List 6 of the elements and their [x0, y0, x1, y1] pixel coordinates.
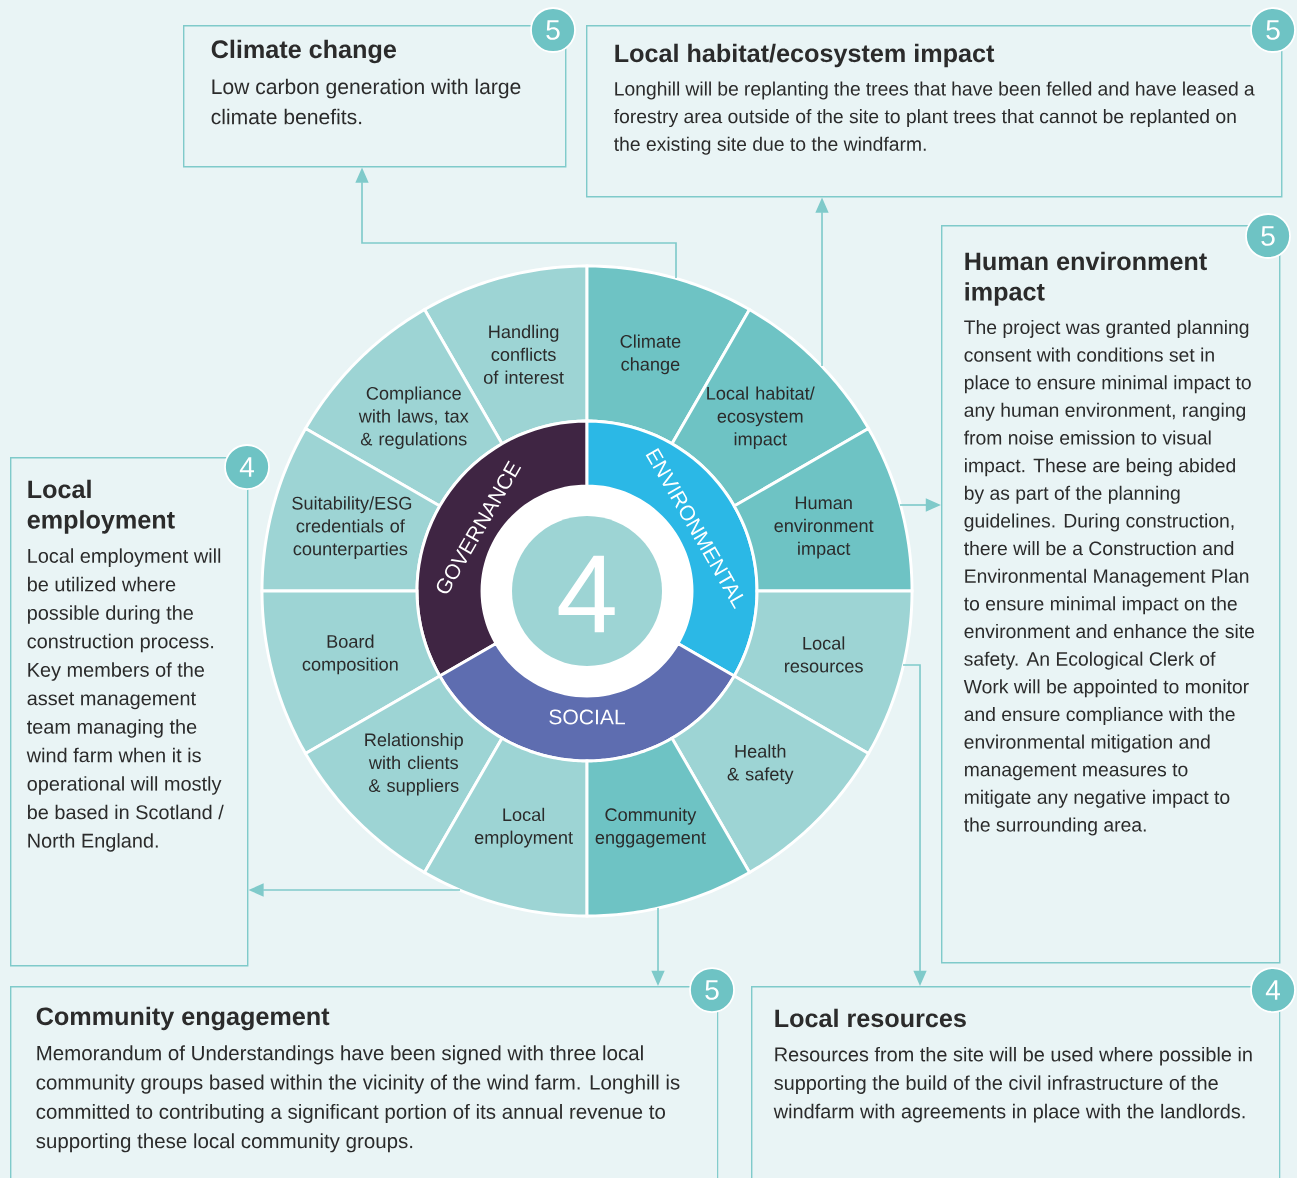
number-badge: 5 — [1245, 213, 1291, 259]
number-badge: 4 — [1250, 967, 1296, 1013]
number-badge: 4 — [224, 444, 270, 490]
number-badge: 5 — [1250, 7, 1296, 53]
number-badge: 5 — [530, 7, 576, 53]
number-badge: 5 — [689, 967, 735, 1013]
